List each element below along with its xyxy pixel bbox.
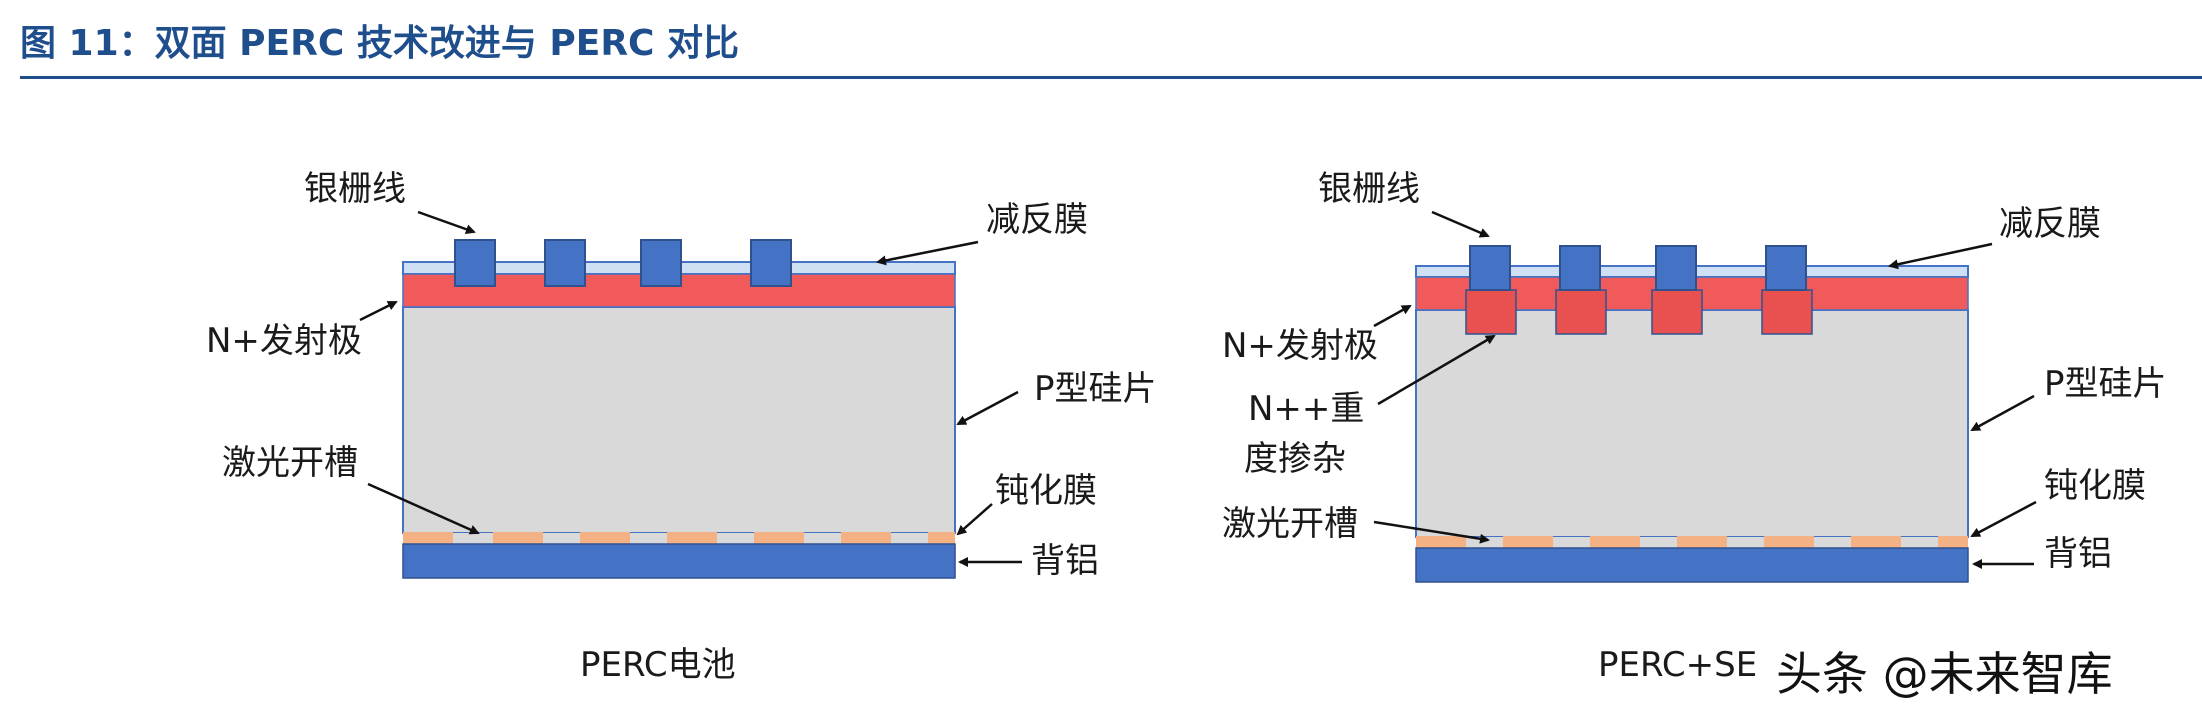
heavy-doping-region xyxy=(1465,289,1517,335)
label-antireflection: 减反膜 xyxy=(986,200,1088,240)
label-passivation: 钝化膜 xyxy=(2044,466,2146,506)
laser-groove xyxy=(1851,536,1901,548)
heavy-doping-region xyxy=(1651,289,1703,335)
silver-finger xyxy=(1765,245,1807,291)
arrow-emitter xyxy=(359,300,398,322)
arrow-passivation xyxy=(1970,500,2037,538)
p-type-wafer xyxy=(1415,309,1969,538)
silver-finger xyxy=(544,239,586,287)
heavy-doping-region xyxy=(1761,289,1813,335)
laser-groove xyxy=(403,532,453,544)
laser-groove xyxy=(667,532,717,544)
label-wafer: P型硅片 xyxy=(1034,369,1157,409)
back-aluminum xyxy=(1415,547,1969,583)
arrow-emitter xyxy=(1373,304,1412,328)
arrow-laser-groove xyxy=(1373,520,1490,544)
laser-groove xyxy=(1416,536,1466,548)
arrow-silver-grid xyxy=(1431,210,1490,238)
perc-cell-diagram: 银栅线 减反膜 N+发射极 P型硅片 激光开槽 钝化膜 背铝 PERC电池 xyxy=(206,169,1157,685)
heavy-doping-region xyxy=(1555,289,1607,335)
arrow-silver-grid xyxy=(417,210,476,235)
label-heavy-doping-line1: N++重 xyxy=(1248,389,1364,429)
laser-groove xyxy=(1590,536,1640,548)
silver-finger xyxy=(750,239,792,287)
caption-perc-se: PERC+SE xyxy=(1598,645,1757,685)
silver-finger xyxy=(640,239,682,287)
laser-groove xyxy=(1764,536,1814,548)
label-laser-groove: 激光开槽 xyxy=(1222,504,1358,544)
watermark: 头条 @未来智库 xyxy=(1776,647,2113,701)
laser-groove xyxy=(1503,536,1553,548)
laser-groove xyxy=(580,532,630,544)
label-laser-groove: 激光开槽 xyxy=(222,443,358,483)
label-silver-grid: 银栅线 xyxy=(1318,169,1420,209)
laser-groove xyxy=(493,532,543,544)
silver-finger xyxy=(1469,245,1511,291)
figure-title: 图 11：双面 PERC 技术改进与 PERC 对比 xyxy=(20,23,739,64)
label-silver-grid: 银栅线 xyxy=(304,169,406,209)
laser-groove xyxy=(754,532,804,544)
perc-se-diagram: 银栅线 减反膜 N+发射极 N++重 度掺杂 P型硅片 激光开槽 钝化膜 背铝 … xyxy=(1222,169,2167,685)
arrow-laser-groove xyxy=(367,482,480,535)
label-passivation: 钝化膜 xyxy=(995,471,1097,511)
arrow-antireflection xyxy=(1888,242,1993,270)
arrow-heavy-doping xyxy=(1377,334,1496,406)
laser-groove xyxy=(841,532,891,544)
silver-finger xyxy=(454,239,496,287)
label-antireflection: 减反膜 xyxy=(1999,204,2101,244)
arrow-wafer xyxy=(1970,394,2035,432)
laser-groove xyxy=(928,532,955,544)
arrow-antireflection xyxy=(876,240,979,266)
caption-perc: PERC电池 xyxy=(580,645,736,685)
title-divider xyxy=(20,76,2202,79)
arrow-passivation xyxy=(956,503,993,536)
laser-groove xyxy=(1938,536,1968,548)
silver-finger xyxy=(1559,245,1601,291)
laser-groove xyxy=(1677,536,1727,548)
label-emitter: N+发射极 xyxy=(1222,326,1378,366)
label-wafer: P型硅片 xyxy=(2044,364,2167,404)
label-back-al: 背铝 xyxy=(1031,541,1099,581)
arrow-wafer xyxy=(956,390,1019,426)
label-heavy-doping-line2: 度掺杂 xyxy=(1244,439,1346,479)
p-type-wafer xyxy=(402,306,956,534)
label-emitter: N+发射极 xyxy=(206,321,362,361)
back-aluminum xyxy=(402,543,956,579)
label-back-al: 背铝 xyxy=(2044,534,2112,574)
silver-finger xyxy=(1655,245,1697,291)
